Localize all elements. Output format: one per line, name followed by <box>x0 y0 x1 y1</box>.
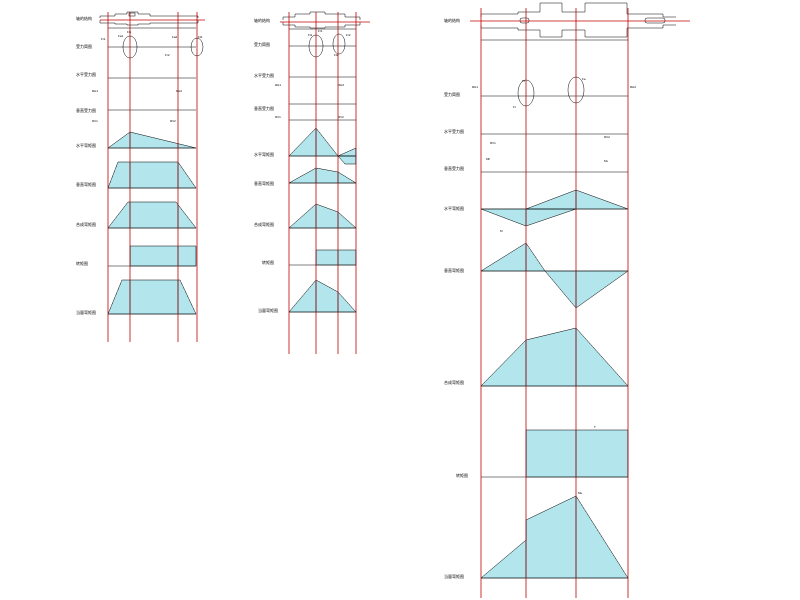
row-label: 轴的结构 <box>444 17 460 23</box>
annotation: Fr1 <box>318 29 323 33</box>
shaft-2-row-labels: 轴的结构 受力简图 水平受力图 垂直受力图 水平弯矩图 垂直弯矩图 合成弯矩图 … <box>254 17 278 313</box>
shaft-3-outline <box>480 2 676 38</box>
shaft-2-moment-diagrams <box>288 127 357 313</box>
annotation: RV2 <box>170 119 176 123</box>
annotation: RV2 <box>604 135 610 139</box>
annotation: RH1 <box>472 85 478 89</box>
row-label: 垂直弯矩图 <box>76 181 96 187</box>
annotation: Ft2 <box>198 35 203 39</box>
row-label: 当量弯矩图 <box>444 573 464 579</box>
row-label: 垂直弯矩图 <box>444 267 464 273</box>
annotation: RH2 <box>176 89 182 93</box>
row-label: 水平弯矩图 <box>254 151 274 157</box>
shaft-1-moment-diagrams <box>107 131 197 315</box>
annotation: Ft1 <box>308 33 313 37</box>
annotation: RV1 <box>275 115 281 119</box>
annotation: RV2 <box>338 115 344 119</box>
shaft-1-outline <box>99 11 199 26</box>
shaft-1-annotations: Fr1 Fa1 Ft1 Fr2 Fa2 Ft2 RH1 RH2 RV1 RV2 <box>92 30 203 123</box>
row-label: 垂直受力图 <box>76 107 96 113</box>
shaft-1-row-labels: 轴的结构 受力简图 水平受力图 垂直受力图 水平弯矩图 垂直弯矩图 合成弯矩图 … <box>76 15 96 315</box>
annotation: Fa2 <box>172 35 178 39</box>
shaft-3-row-labels: 轴的结构 受力简图 水平受力图 垂直受力图 水平弯矩图 垂直弯矩图 合成弯矩图 … <box>444 17 468 579</box>
annotation: T <box>594 425 596 429</box>
annotation: Ft1 <box>127 30 132 34</box>
row-label: 垂直弯矩图 <box>254 180 274 186</box>
annotation: RV1 <box>490 141 496 145</box>
shaft-3-guide-lines <box>470 8 690 598</box>
annotation: Me <box>578 491 582 495</box>
shaft-1-guide-lines <box>100 12 205 342</box>
annotation: RH2 <box>630 85 636 89</box>
row-label: 轴的结构 <box>254 17 270 23</box>
shaft-2-guide-lines <box>280 12 370 354</box>
annotation: Fa <box>582 77 586 81</box>
annotation: Ft2 <box>334 53 339 57</box>
row-label: 水平弯矩图 <box>76 142 96 148</box>
row-label: 受力简图 <box>444 91 460 97</box>
row-label: 水平受力图 <box>76 71 96 77</box>
shaft-2-outline <box>282 11 361 29</box>
row-label: 转矩图 <box>456 472 468 478</box>
annotation: RV1 <box>92 119 98 123</box>
annotation: Mh <box>486 157 490 161</box>
row-label: 合成弯矩图 <box>254 221 274 227</box>
shaft-2-annotations: Ft1 Fr1 Ft2 Fr2 RH1 RH2 RV1 RV2 <box>275 29 351 119</box>
row-label: 当量弯矩图 <box>258 307 278 313</box>
shaft-3-moment-diagrams <box>480 189 629 579</box>
row-label: 水平受力图 <box>254 72 274 78</box>
row-label: 合成弯矩图 <box>444 379 464 385</box>
annotation: RH1 <box>275 83 281 87</box>
row-label: 垂直受力图 <box>444 165 464 171</box>
annotation: M <box>500 229 503 233</box>
row-label: 水平受力图 <box>444 128 464 134</box>
shaft-3-baselines <box>481 39 628 579</box>
annotation: Fr1 <box>101 37 106 41</box>
annotation: RH1 <box>92 89 98 93</box>
annotation: Fr2 <box>346 33 351 37</box>
annotation: RH2 <box>338 83 344 87</box>
shaft-1-panel: 轴的结构 受力简图 水平受力图 垂直受力图 水平弯矩图 垂直弯矩图 合成弯矩图 … <box>76 11 205 342</box>
row-label: 转矩图 <box>76 260 88 266</box>
annotation: Ft <box>513 105 516 109</box>
row-label: 水平弯矩图 <box>444 205 464 211</box>
shaft-2-panel: 轴的结构 受力简图 水平受力图 垂直受力图 水平弯矩图 垂直弯矩图 合成弯矩图 … <box>254 11 370 354</box>
annotation: Fr <box>522 79 525 83</box>
shaft-3-annotations: Fr Ft Fa RH1 RH2 RV1 RV2 Mh Mv M T Me <box>472 77 636 495</box>
row-label: 转矩图 <box>262 259 274 265</box>
row-label: 当量弯矩图 <box>76 309 96 315</box>
shaft-3-panel: 轴的结构 受力简图 水平受力图 垂直受力图 水平弯矩图 垂直弯矩图 合成弯矩图 … <box>444 2 690 598</box>
row-label: 受力简图 <box>76 43 92 49</box>
annotation: Fr2 <box>165 53 170 57</box>
annotation: Mv <box>604 159 608 163</box>
annotation: Fa1 <box>118 34 124 38</box>
row-label: 受力简图 <box>254 41 270 47</box>
row-label: 合成弯矩图 <box>76 221 96 227</box>
row-label: 轴的结构 <box>76 15 92 21</box>
row-label: 垂直受力图 <box>254 105 274 111</box>
